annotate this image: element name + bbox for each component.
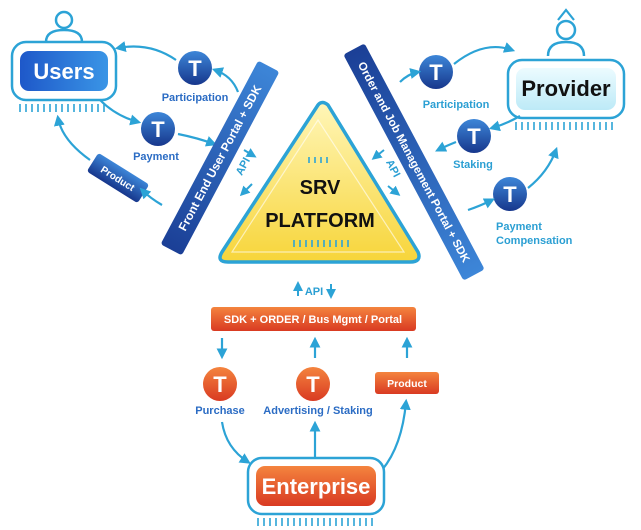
users-participation-label: Participation <box>162 92 229 104</box>
enterprise-purchase-token: T <box>203 367 237 401</box>
arrow-staking-to-portal <box>435 140 457 152</box>
enterprise-advertising-label: Advertising / Staking <box>263 405 372 417</box>
srv-platform-triangle: SRV PLATFORM <box>218 100 421 264</box>
arrow-participation-to-provider <box>453 42 516 65</box>
users-ticks <box>19 104 105 112</box>
provider-participation-token: T <box>419 55 453 89</box>
platform-ticks-top <box>308 157 328 163</box>
provider-payment-label-line1: Payment <box>496 221 542 233</box>
token-symbol: T <box>306 372 320 397</box>
provider-box <box>516 68 616 110</box>
users-label: Users <box>33 59 94 84</box>
token-symbol: T <box>151 117 165 142</box>
bottom-api-indicator: API <box>293 281 336 299</box>
platform-line1: SRV <box>300 177 341 199</box>
arrow-participation-to-users <box>114 41 177 61</box>
users-payment-token: T <box>141 112 175 146</box>
arrow-payment-to-provider <box>527 146 559 189</box>
provider-payment-label-line2: Compensation <box>496 235 573 247</box>
left-api-arrow-out <box>239 183 253 197</box>
arrow-portal-to-participation-right <box>399 68 422 83</box>
right-api-arrow-out <box>387 185 401 196</box>
provider-staking-label: Staking <box>453 159 493 171</box>
enterprise-advertising-token: T <box>296 367 330 401</box>
left-api-arrow-in <box>243 148 257 158</box>
provider-person-icon <box>546 8 586 57</box>
right-api-arrow-in <box>371 149 385 160</box>
provider-actor[interactable]: Provider <box>506 8 626 130</box>
arrow-product-to-users <box>53 114 91 161</box>
sdk-order-bar: SDK + ORDER / Bus Mgmt / Portal <box>211 307 416 331</box>
user-person-icon <box>44 10 84 43</box>
platform-ticks-bottom <box>293 240 349 247</box>
token-symbol: T <box>188 56 202 81</box>
right-api-label: API <box>383 158 402 180</box>
arrow-portal-to-product <box>139 187 163 206</box>
arrow-portal-to-payment <box>467 198 495 212</box>
enterprise-product-tag: Product <box>375 372 439 394</box>
arrow-enterprise-to-product <box>381 398 411 471</box>
users-participation-token: T <box>178 51 212 85</box>
platform-line2: PLATFORM <box>265 210 375 232</box>
enterprise-purchase-label: Purchase <box>195 405 245 417</box>
sdk-order-label: SDK + ORDER / Bus Mgmt / Portal <box>224 314 402 326</box>
token-symbol: T <box>213 372 227 397</box>
users-box <box>20 51 108 91</box>
users-payment-label: Payment <box>133 151 179 163</box>
provider-participation-label: Participation <box>423 99 490 111</box>
arrow-payment-to-portal <box>177 132 218 147</box>
provider-label: Provider <box>521 76 611 101</box>
enterprise-actor[interactable]: Enterprise <box>246 456 386 526</box>
enterprise-product-label: Product <box>387 378 427 390</box>
bottom-api-label: API <box>305 286 323 298</box>
token-symbol: T <box>429 60 443 85</box>
token-symbol: T <box>503 182 517 207</box>
enterprise-box <box>256 466 376 506</box>
left-api-indicator: API <box>234 156 253 178</box>
provider-payment-token: T <box>493 177 527 211</box>
token-symbol: T <box>467 124 481 149</box>
provider-staking-token: T <box>457 119 491 153</box>
arrow-provider-to-staking <box>488 115 521 132</box>
users-actor[interactable]: Users <box>10 10 118 112</box>
left-api-label: API <box>234 156 253 178</box>
right-api-indicator: API <box>383 158 402 180</box>
arrow-purchase-to-enterprise <box>220 421 251 464</box>
enterprise-ticks <box>257 518 373 526</box>
arrow-users-to-payment <box>99 99 142 126</box>
arrow-portal-to-participation <box>211 67 240 93</box>
enterprise-label: Enterprise <box>262 474 371 499</box>
provider-ticks <box>515 122 613 130</box>
